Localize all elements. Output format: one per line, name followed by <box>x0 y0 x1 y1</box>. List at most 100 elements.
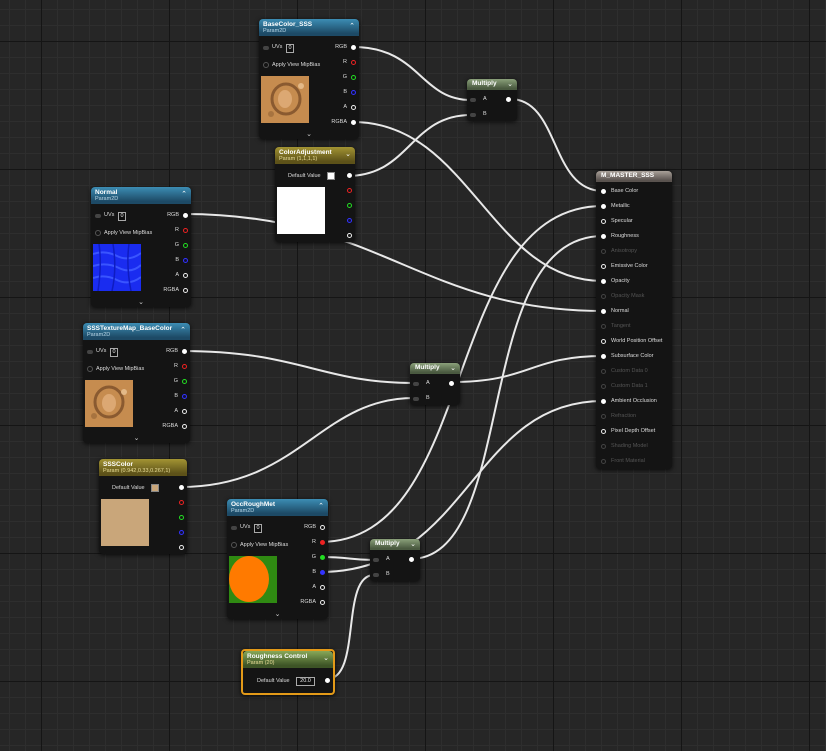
output-pin-g[interactable] <box>179 515 184 520</box>
output-pin-r[interactable] <box>183 228 188 233</box>
node-header[interactable]: SSSColor Param (0.942,0.33,0.267,1) <box>99 459 187 476</box>
collapse-chevron-icon[interactable]: ⌄ <box>507 81 513 88</box>
node-header[interactable]: SSSTextureMap_BaseColor Param2D ⌃ <box>83 323 190 340</box>
node-header[interactable]: Multiply ⌄ <box>370 539 420 550</box>
material-input-pin[interactable] <box>601 294 606 299</box>
mip-bias-toggle[interactable] <box>95 230 101 236</box>
expand-chevron-icon[interactable]: ⌄ <box>138 299 144 306</box>
output-pin-g[interactable] <box>182 379 187 384</box>
output-pin-r[interactable] <box>351 60 356 65</box>
output-pin-a[interactable] <box>320 585 325 590</box>
expand-chevron-icon[interactable]: ⌄ <box>274 611 281 618</box>
collapse-chevron-icon[interactable]: ⌃ <box>318 503 324 510</box>
multiply-node-2[interactable]: Multiply ⌄ A B <box>410 363 460 405</box>
vector-param-node-color-adjustment[interactable]: ColorAdjustment Param (1,1,1,1) ⌄ Defaul… <box>275 147 355 242</box>
vector-param-node-sss-color[interactable]: SSSColor Param (0.942,0.33,0.267,1) Defa… <box>99 459 187 554</box>
node-header[interactable]: Normal Param2D ⌃ <box>91 187 191 204</box>
output-pin-b[interactable] <box>320 570 325 575</box>
output-pin-rgb[interactable] <box>351 45 356 50</box>
expand-chevron-icon[interactable]: ⌄ <box>306 131 312 138</box>
material-input-pin[interactable] <box>601 234 606 239</box>
output-pin-g[interactable] <box>320 555 325 560</box>
material-input-pin[interactable] <box>601 414 606 419</box>
texture-node-basecolor-sss[interactable]: BaseColor_SSS Param2D ⌃ UVs 0 Apply View… <box>259 19 359 139</box>
output-pin-rgba[interactable] <box>320 600 325 605</box>
collapse-chevron-icon[interactable]: ⌃ <box>349 23 355 30</box>
output-pin-b[interactable] <box>182 394 187 399</box>
material-input-pin[interactable] <box>601 444 606 449</box>
uvs-input-pin[interactable] <box>231 526 237 530</box>
node-header[interactable]: Multiply ⌄ <box>467 79 517 90</box>
output-pin-r[interactable] <box>179 500 184 505</box>
output-pin[interactable] <box>325 678 330 683</box>
collapse-chevron-icon[interactable]: ⌃ <box>180 327 186 334</box>
material-input-pin[interactable] <box>601 264 606 269</box>
input-pin-b[interactable] <box>470 113 476 117</box>
mip-bias-toggle[interactable] <box>231 542 237 548</box>
output-pin-a[interactable] <box>182 409 187 414</box>
uvs-value-field[interactable]: 0 <box>254 524 262 533</box>
multiply-node-3[interactable]: Multiply ⌄ A B <box>370 539 420 581</box>
input-pin-a[interactable] <box>373 558 379 562</box>
collapse-chevron-icon[interactable]: ⌄ <box>345 151 351 158</box>
material-input-pin[interactable] <box>601 309 606 314</box>
uvs-value-field[interactable]: 0 <box>118 212 126 221</box>
output-pin-rgb[interactable] <box>182 349 187 354</box>
input-pin-b[interactable] <box>413 397 419 401</box>
input-pin-b[interactable] <box>373 573 379 577</box>
texture-node-sss-texture-map[interactable]: SSSTextureMap_BaseColor Param2D ⌃ UVs 0 … <box>83 323 190 443</box>
output-pin-a[interactable] <box>351 105 356 110</box>
scalar-param-node-roughness-control[interactable]: Roughness Control Param (20) ⌄ Default V… <box>241 649 335 695</box>
material-input-pin[interactable] <box>601 354 606 359</box>
output-pin-g[interactable] <box>183 243 188 248</box>
output-pin-r[interactable] <box>347 188 352 193</box>
material-input-pin[interactable] <box>601 279 606 284</box>
material-input-pin[interactable] <box>601 369 606 374</box>
output-pin-b[interactable] <box>179 530 184 535</box>
output-pin-r[interactable] <box>320 540 325 545</box>
color-swatch[interactable] <box>151 484 159 492</box>
material-input-pin[interactable] <box>601 429 606 434</box>
output-pin[interactable] <box>449 381 454 386</box>
output-pin-a[interactable] <box>183 273 188 278</box>
material-input-pin[interactable] <box>601 219 606 224</box>
node-header[interactable]: OccRoughMet Param2D ⌃ <box>227 499 328 516</box>
material-input-pin[interactable] <box>601 384 606 389</box>
uvs-value-field[interactable]: 0 <box>110 348 118 357</box>
collapse-chevron-icon[interactable]: ⌄ <box>323 655 329 662</box>
collapse-chevron-icon[interactable]: ⌄ <box>410 541 416 548</box>
output-pin-b[interactable] <box>347 218 352 223</box>
material-input-pin[interactable] <box>601 324 606 329</box>
output-pin-rgb[interactable] <box>347 173 352 178</box>
output-pin-rgb[interactable] <box>320 525 325 530</box>
uvs-input-pin[interactable] <box>95 214 101 218</box>
node-header[interactable]: ColorAdjustment Param (1,1,1,1) ⌄ <box>275 147 355 164</box>
output-pin-r[interactable] <box>182 364 187 369</box>
output-pin-rgba[interactable] <box>183 288 188 293</box>
output-pin-rgba[interactable] <box>351 120 356 125</box>
material-input-pin[interactable] <box>601 399 606 404</box>
material-input-pin[interactable] <box>601 204 606 209</box>
input-pin-a[interactable] <box>470 98 476 102</box>
output-pin-b[interactable] <box>183 258 188 263</box>
node-header[interactable]: Multiply ⌄ <box>410 363 460 374</box>
node-header[interactable]: M_MASTER_SSS <box>596 171 672 182</box>
output-pin[interactable] <box>506 97 511 102</box>
material-input-pin[interactable] <box>601 189 606 194</box>
uvs-value-field[interactable]: 0 <box>286 44 294 53</box>
output-pin-g[interactable] <box>347 203 352 208</box>
texture-node-normal[interactable]: Normal Param2D ⌃ UVs 0 Apply View MipBia… <box>91 187 191 307</box>
texture-node-occroughmet[interactable]: OccRoughMet Param2D ⌃ UVs 0 Apply View M… <box>227 499 328 619</box>
output-pin-rgb[interactable] <box>179 485 184 490</box>
output-pin-g[interactable] <box>351 75 356 80</box>
material-input-pin[interactable] <box>601 339 606 344</box>
output-pin-a[interactable] <box>179 545 184 550</box>
input-pin-a[interactable] <box>413 382 419 386</box>
collapse-chevron-icon[interactable]: ⌄ <box>450 365 456 372</box>
mip-bias-toggle[interactable] <box>263 62 269 68</box>
default-value-field[interactable]: 20.0 <box>296 677 315 686</box>
material-input-pin[interactable] <box>601 249 606 254</box>
node-header[interactable]: Roughness Control Param (20) ⌄ <box>243 651 333 668</box>
